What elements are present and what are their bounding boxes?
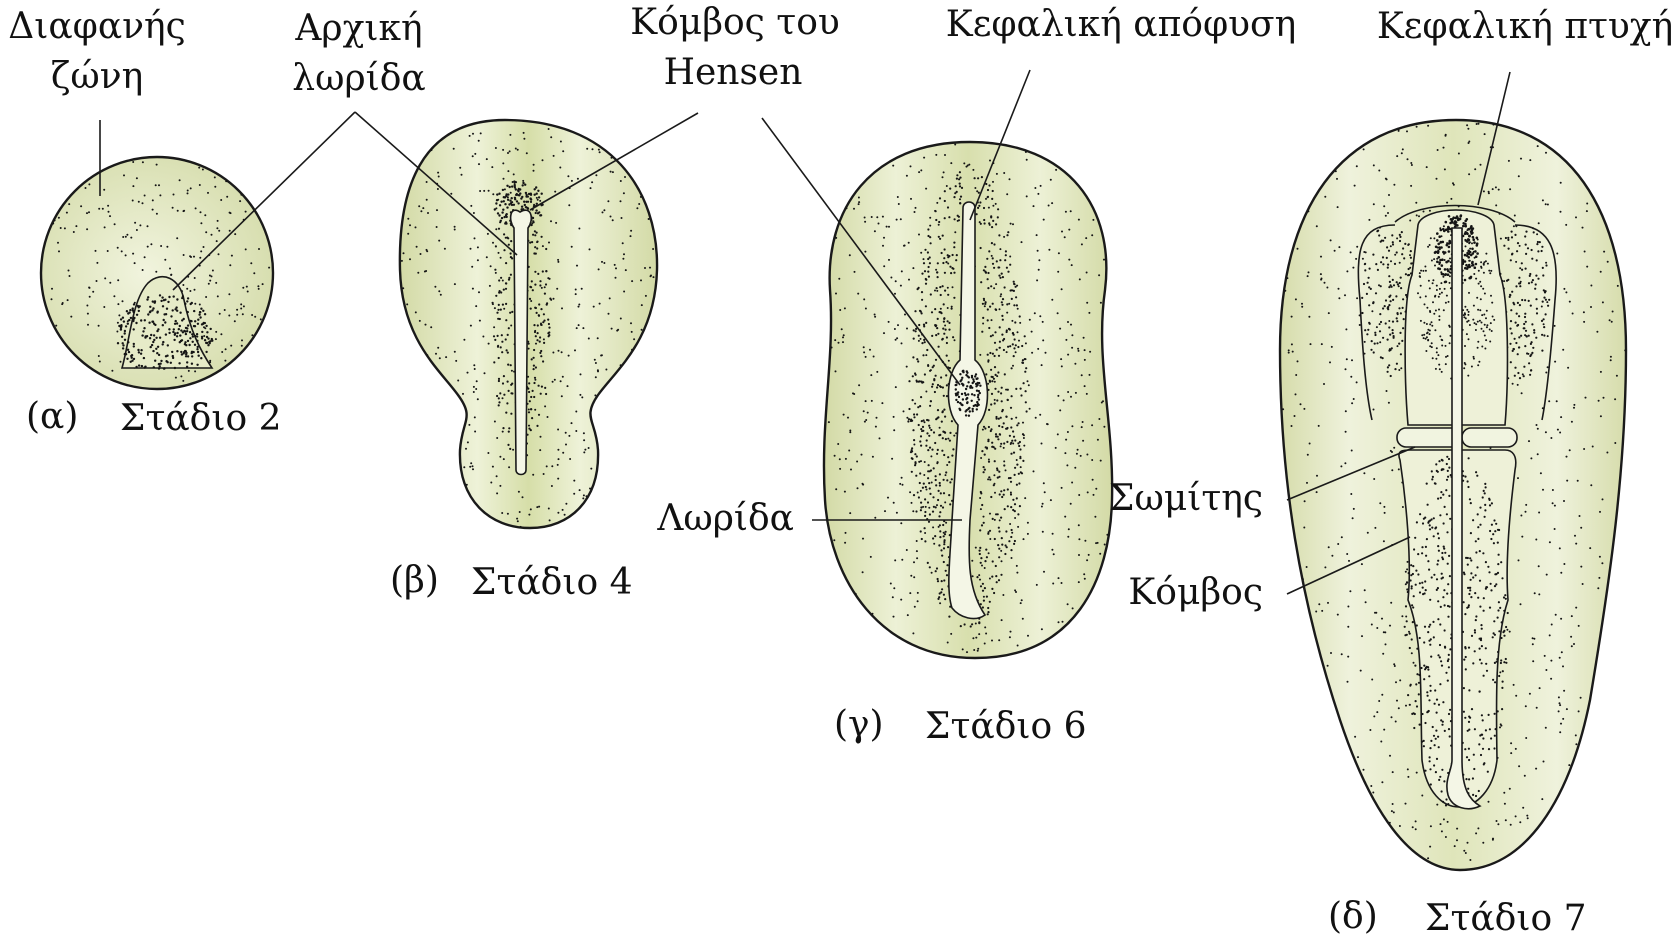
embryo-stage-7	[1278, 118, 1629, 874]
panel-a-stage: Στάδιο 2	[120, 398, 282, 439]
panel-c-stage: Στάδιο 6	[925, 706, 1087, 747]
panel-a-letter: (α)	[26, 396, 78, 437]
somite-right	[1462, 428, 1517, 447]
panel-c-letter: (γ)	[834, 704, 884, 745]
label-somite: Σωμίτης	[1109, 478, 1263, 519]
label-streak: Λωρίδα	[656, 498, 794, 539]
panel-b-letter: (β)	[390, 560, 439, 601]
embryo-stage-4	[397, 118, 660, 529]
label-node: Κόμβος	[1128, 572, 1263, 613]
label-hensen-node-1: Κόμβος του	[630, 2, 840, 43]
embryo-stage-2	[40, 156, 273, 389]
panel-d-letter: (δ)	[1328, 896, 1378, 937]
somite-left	[1397, 428, 1460, 447]
label-head-process: Κεφαλική απόφυση	[946, 4, 1296, 45]
label-primitive-streak-2: λωρίδα	[292, 58, 425, 99]
label-hensen-node-2: Hensen	[664, 52, 803, 93]
label-transparent-zone-1: Διαφανής	[8, 6, 186, 47]
embryo-stage-6	[824, 139, 1116, 661]
label-head-fold: Κεφαλική πτυχή	[1377, 6, 1673, 47]
panel-b-stage: Στάδιο 4	[471, 562, 633, 603]
label-transparent-zone-2: ζώνη	[51, 56, 143, 97]
panel-d-stage: Στάδιο 7	[1425, 898, 1587, 939]
label-primitive-streak-1: Αρχική	[294, 8, 422, 49]
